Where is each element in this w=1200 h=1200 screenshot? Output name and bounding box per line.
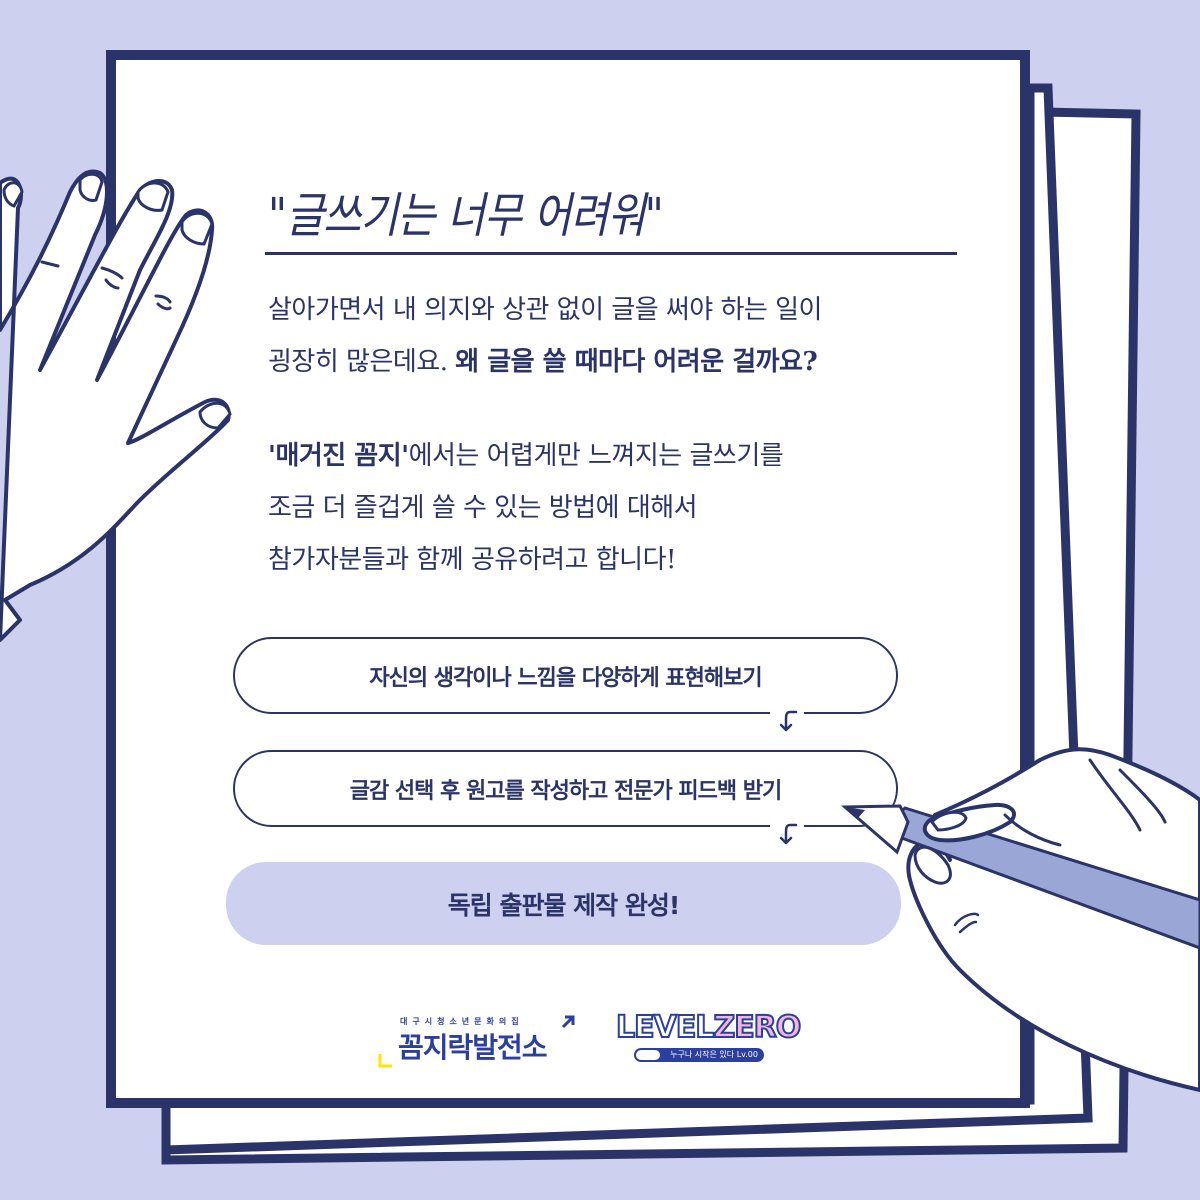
step-1-pill: 자신의 생각이나 느낌을 다양하게 표현해보기: [233, 637, 898, 714]
step-2-label: 글감 선택 후 원고를 작성하고 전문가 피드백 받기: [349, 778, 782, 804]
body-paragraph: '매거진 꼼지'에서는 어렵게만 느껴지는 글쓰기를 조금 더 즐겁게 쓸 수 …: [268, 430, 784, 586]
intro-paragraph: 살아가면서 내 의지와 상관 없이 글을 써야 하는 일이 굉장히 많은데요. …: [268, 284, 822, 388]
body-line-1-normal: 에서는 어렵게만 느껴지는 글쓰기를: [408, 441, 784, 471]
body-line-1: '매거진 꼼지'에서는 어렵게만 느껴지는 글쓰기를: [268, 430, 784, 482]
step-1-arrow-down-icon: [770, 708, 804, 732]
intro-line-2-normal: 굉장히 많은데요.: [268, 347, 456, 377]
step-3-label: 독립 출판물 제작 완성!: [447, 890, 681, 920]
step-2-pill: 글감 선택 후 원고를 작성하고 전문가 피드백 받기: [233, 750, 898, 827]
intro-line-1: 살아가면서 내 의지와 상관 없이 글을 써야 하는 일이: [268, 295, 822, 325]
intro-line-2: 굉장히 많은데요. 왜 글을 쓸 때마다 어려운 걸까요?: [268, 336, 822, 388]
levelzero-logo: LEVELZERO 누구나 시작은 있다 Lv.00: [612, 1009, 802, 1070]
title-divider: [265, 252, 957, 255]
kkomji-logo-subtitle: 대구시청소년문화의집: [400, 1017, 524, 1026]
kkomji-logo: 대구시청소년문화의집 꼼지락발전소: [378, 1012, 583, 1072]
intro-line-2-bold: 왜 글을 쓸 때마다 어려운 걸까요?: [455, 347, 818, 377]
step-2-arrow-down-icon: [770, 821, 804, 845]
corner-bracket-icon: [378, 1054, 392, 1068]
levelzero-tagline: 누구나 시작은 있다 Lv.00: [634, 1048, 764, 1062]
arrow-up-right-icon: [561, 1015, 575, 1029]
body-line-2: 조금 더 즐겁게 쓸 수 있는 방법에 대해서: [268, 493, 698, 523]
levelzero-word-zero: ZERO: [712, 1009, 802, 1046]
magazine-name: '매거진 꼼지': [268, 441, 409, 471]
levelzero-wordmark: LEVELZERO: [615, 1009, 802, 1046]
kkomji-logo-name: 꼼지락발전소: [398, 1031, 548, 1064]
step-1-label: 자신의 생각이나 느낌을 다양하게 표현해보기: [369, 665, 762, 691]
levelzero-word-level: LEVEL: [615, 1009, 715, 1046]
step-3-result-pill: 독립 출판물 제작 완성!: [226, 862, 901, 945]
progress-bar-icon: [636, 1050, 660, 1060]
body-line-3: 참가자분들과 함께 공유하려고 합니다!: [268, 545, 676, 575]
page-title: "글쓰기는 너무 어려워": [268, 188, 664, 244]
